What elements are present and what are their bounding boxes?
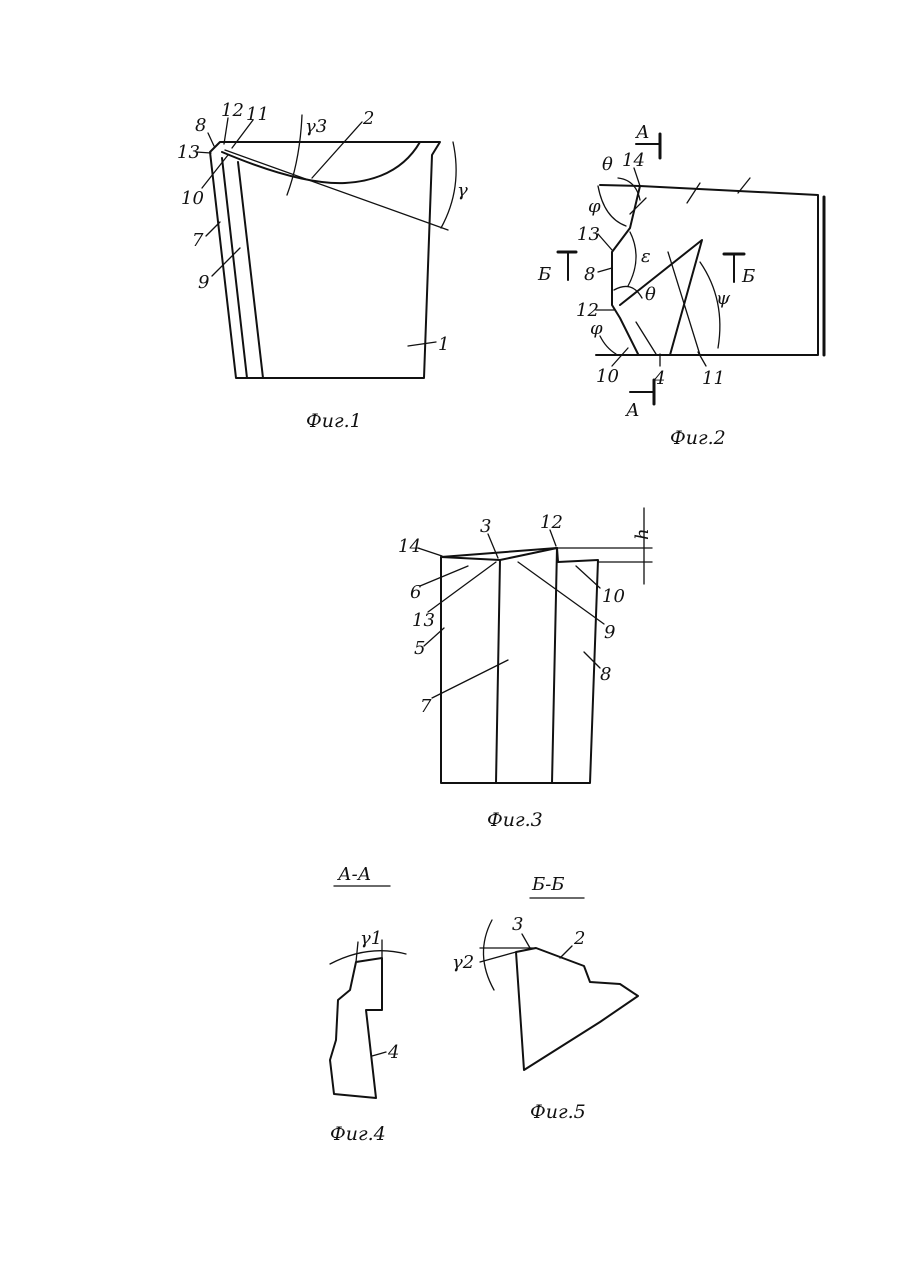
fig5-caption: Фиг.5 xyxy=(530,1101,586,1123)
fig2-angle-theta-top: θ xyxy=(602,154,613,175)
fig3-outline xyxy=(441,548,598,783)
fig1-label-1: 1 xyxy=(438,334,449,355)
fig2-leader-10 xyxy=(612,348,628,366)
fig1-gamma3-arc xyxy=(287,115,302,195)
fig5-leader-2 xyxy=(560,946,572,958)
fig3-label-10: 10 xyxy=(602,586,625,607)
fig4-leader-4 xyxy=(372,1052,386,1056)
fig2-epsilon-arc xyxy=(628,232,636,286)
fig4-label-4: 4 xyxy=(387,1042,399,1063)
fig5-section-body xyxy=(516,948,638,1070)
fig1-label-8: 8 xyxy=(195,115,206,136)
fig2-phi-top-arc xyxy=(598,186,626,226)
fig1-rake-curve xyxy=(222,142,420,183)
fig2-section-a-bottom-letter: А xyxy=(624,400,640,421)
fig2-leader-13 xyxy=(598,234,612,250)
fig1-strip-line-a xyxy=(222,158,247,378)
fig1-leader-12 xyxy=(224,118,228,144)
fig3-label-12: 12 xyxy=(540,512,563,533)
fig2-label-4: 4 xyxy=(653,368,665,389)
fig3-leader-13 xyxy=(428,562,496,612)
fig3-facet-line-a xyxy=(496,560,500,783)
fig3-leader-9 xyxy=(518,562,604,624)
fig4-gamma1-ref-a xyxy=(356,942,358,962)
fig3-leader-3 xyxy=(488,534,498,558)
fig3-label-14: 14 xyxy=(398,536,421,557)
fig1-strip-line-b xyxy=(238,162,263,378)
fig3-label-6: 6 xyxy=(410,582,421,603)
fig3-leader-7 xyxy=(432,660,508,698)
fig3-leader-6 xyxy=(420,566,468,586)
fig5-section-title: Б-Б xyxy=(531,874,565,895)
fig2-section-a-top-letter: А xyxy=(634,122,650,143)
fig5-gamma2-ref-b xyxy=(480,952,516,962)
fig2-angle-theta-bottom: θ xyxy=(645,284,656,305)
figure-4: А-А γ1 4 Фиг.4 xyxy=(330,864,406,1145)
fig1-caption: Фиг.1 xyxy=(306,410,362,432)
fig3-dimension-h: h xyxy=(632,528,653,540)
fig1-outline xyxy=(210,142,440,378)
fig1-label-12: 12 xyxy=(221,100,244,121)
fig2-theta-bottom-arc xyxy=(614,286,642,298)
fig2-angle-epsilon: ε xyxy=(641,246,651,267)
fig2-label-13: 13 xyxy=(577,224,600,245)
fig5-leader-3 xyxy=(522,934,530,948)
fig3-leader-14 xyxy=(418,548,442,556)
fig4-caption: Фиг.4 xyxy=(330,1123,386,1145)
fig4-section-body xyxy=(330,958,382,1098)
fig4-section-title: А-А xyxy=(336,864,371,885)
fig4-gamma1-arc xyxy=(330,951,406,964)
fig3-caption: Фиг.3 xyxy=(487,809,543,831)
fig3-leader-8 xyxy=(584,652,600,668)
fig2-label-14: 14 xyxy=(622,150,645,171)
fig2-section-b-left-letter: Б xyxy=(537,264,551,285)
fig3-facet-line-b xyxy=(552,548,557,783)
fig1-leader-8 xyxy=(208,133,214,146)
figure-2: 14 13 8 12 10 4 11 θ φ ε θ φ ψ А А Б Б Ф… xyxy=(537,122,824,449)
fig5-label-2: 2 xyxy=(573,928,585,949)
fig2-label-8: 8 xyxy=(584,264,595,285)
fig1-label-11: 11 xyxy=(246,104,269,125)
fig2-angle-psi: ψ xyxy=(716,288,731,309)
fig2-leader-8 xyxy=(598,268,612,272)
fig1-angle-gamma: γ xyxy=(457,180,468,201)
fig2-angle-phi-top: φ xyxy=(588,196,601,217)
fig2-cutting-profile xyxy=(612,186,640,354)
fig2-triangle-facet xyxy=(620,240,702,355)
fig5-angle-gamma2: γ2 xyxy=(452,952,474,973)
fig2-tick-1 xyxy=(687,183,700,203)
fig2-tick-3 xyxy=(630,198,646,214)
fig3-label-7: 7 xyxy=(420,696,432,717)
fig3-label-3: 3 xyxy=(480,516,491,537)
fig1-label-7: 7 xyxy=(192,230,204,251)
fig2-hatch-line-b xyxy=(636,322,656,354)
fig3-label-9: 9 xyxy=(604,622,615,643)
figure-3: 14 3 12 6 13 5 7 8 10 9 h Фиг.3 xyxy=(398,508,653,831)
fig5-label-3: 3 xyxy=(512,914,523,935)
fig3-label-8: 8 xyxy=(600,664,611,685)
fig3-label-5: 5 xyxy=(414,638,425,659)
fig1-label-10: 10 xyxy=(181,188,204,209)
fig2-caption: Фиг.2 xyxy=(670,427,726,449)
fig2-label-10: 10 xyxy=(596,366,619,387)
fig1-label-9: 9 xyxy=(198,272,209,293)
figure-1: 8 12 11 13 10 7 9 2 1 γ3 γ Фиг.1 xyxy=(177,100,468,432)
fig4-angle-gamma1: γ1 xyxy=(360,928,382,949)
figure-5: Б-Б 3 2 γ2 Фиг.5 xyxy=(452,874,638,1123)
fig1-gamma-arc xyxy=(441,142,456,228)
fig3-label-13: 13 xyxy=(412,610,435,631)
fig5-gamma2-arc xyxy=(483,920,494,990)
fig2-angle-phi-bottom: φ xyxy=(590,318,603,339)
fig2-section-b-right-letter: Б xyxy=(741,266,755,287)
fig2-label-11: 11 xyxy=(702,368,725,389)
fig1-leader-1 xyxy=(408,342,436,346)
fig1-angle-gamma3: γ3 xyxy=(305,116,327,137)
fig2-body-outline xyxy=(596,186,818,355)
fig1-label-13: 13 xyxy=(177,142,200,163)
fig1-label-2: 2 xyxy=(362,108,374,129)
fig1-tangent-line xyxy=(225,150,448,230)
